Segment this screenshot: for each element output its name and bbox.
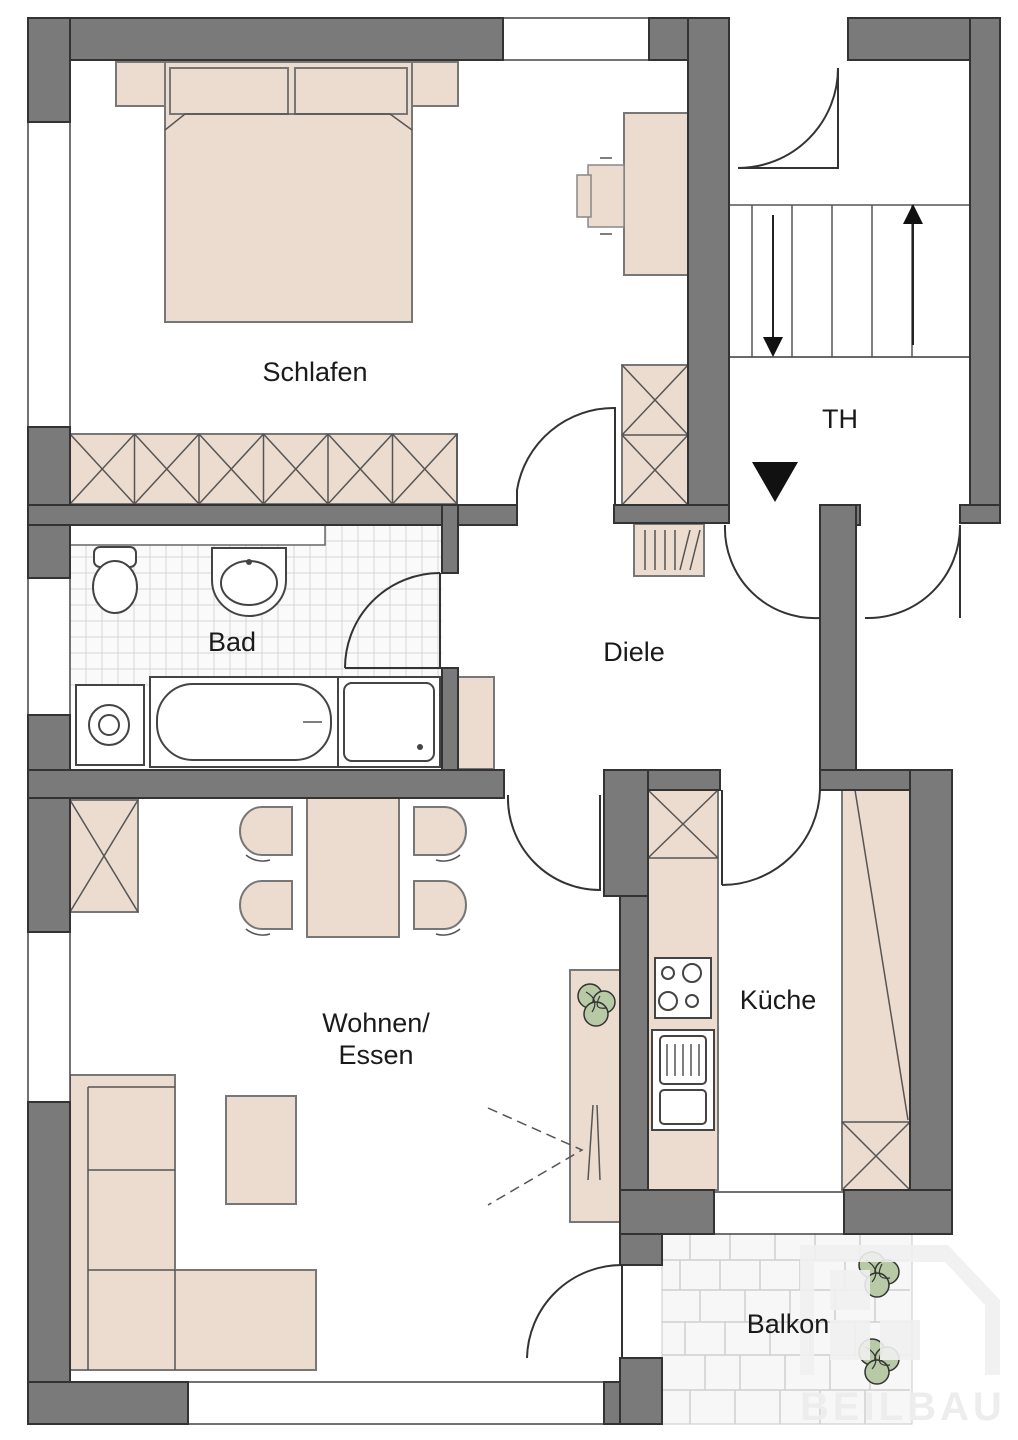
room-label-th: TH bbox=[822, 404, 858, 434]
room-label-balkon: Balkon bbox=[747, 1309, 830, 1339]
room-label-kueche: Küche bbox=[740, 985, 817, 1015]
plant-wohnen bbox=[577, 983, 616, 1027]
bed bbox=[115, 61, 459, 323]
cabinet-schlafen-right bbox=[621, 364, 689, 506]
washbasin bbox=[211, 547, 287, 617]
cabinet-wohnen bbox=[69, 799, 139, 913]
dining-chairs bbox=[239, 806, 467, 936]
walls bbox=[27, 17, 1001, 1425]
bathroom-vanity-counter bbox=[69, 524, 326, 546]
wardrobe-schlafen bbox=[69, 433, 458, 505]
washing-machine bbox=[75, 684, 145, 766]
logo-text: BEILBAU bbox=[800, 1385, 1006, 1429]
room-labels: Schlafen TH Bad Diele Wohnen/ Essen Küch… bbox=[208, 357, 858, 1339]
kitchen-counter-right bbox=[841, 789, 911, 1191]
desk bbox=[623, 112, 689, 276]
doors bbox=[344, 67, 962, 1359]
room-label-schlafen: Schlafen bbox=[262, 357, 367, 387]
desk-chair bbox=[576, 157, 625, 235]
beilbau-logo: BEILBAU bbox=[800, 1245, 1006, 1429]
cooktop bbox=[654, 957, 712, 1019]
room-label-diele: Diele bbox=[603, 637, 665, 667]
toilet bbox=[92, 546, 138, 614]
shoe-rack bbox=[633, 523, 705, 577]
shower-tray bbox=[337, 676, 441, 768]
room-label-wohnen-line1: Wohnen/ bbox=[322, 1008, 430, 1038]
staircase bbox=[717, 204, 971, 358]
room-label-wohnen-line2: Essen bbox=[338, 1040, 413, 1070]
bathtub bbox=[149, 676, 339, 768]
kitchen-sink bbox=[651, 1029, 715, 1131]
dining-table bbox=[306, 796, 400, 938]
diele-shelf bbox=[455, 676, 495, 770]
coffee-table bbox=[225, 1095, 297, 1205]
room-label-bad: Bad bbox=[208, 627, 256, 657]
entrance-arrow-icon bbox=[752, 462, 798, 502]
